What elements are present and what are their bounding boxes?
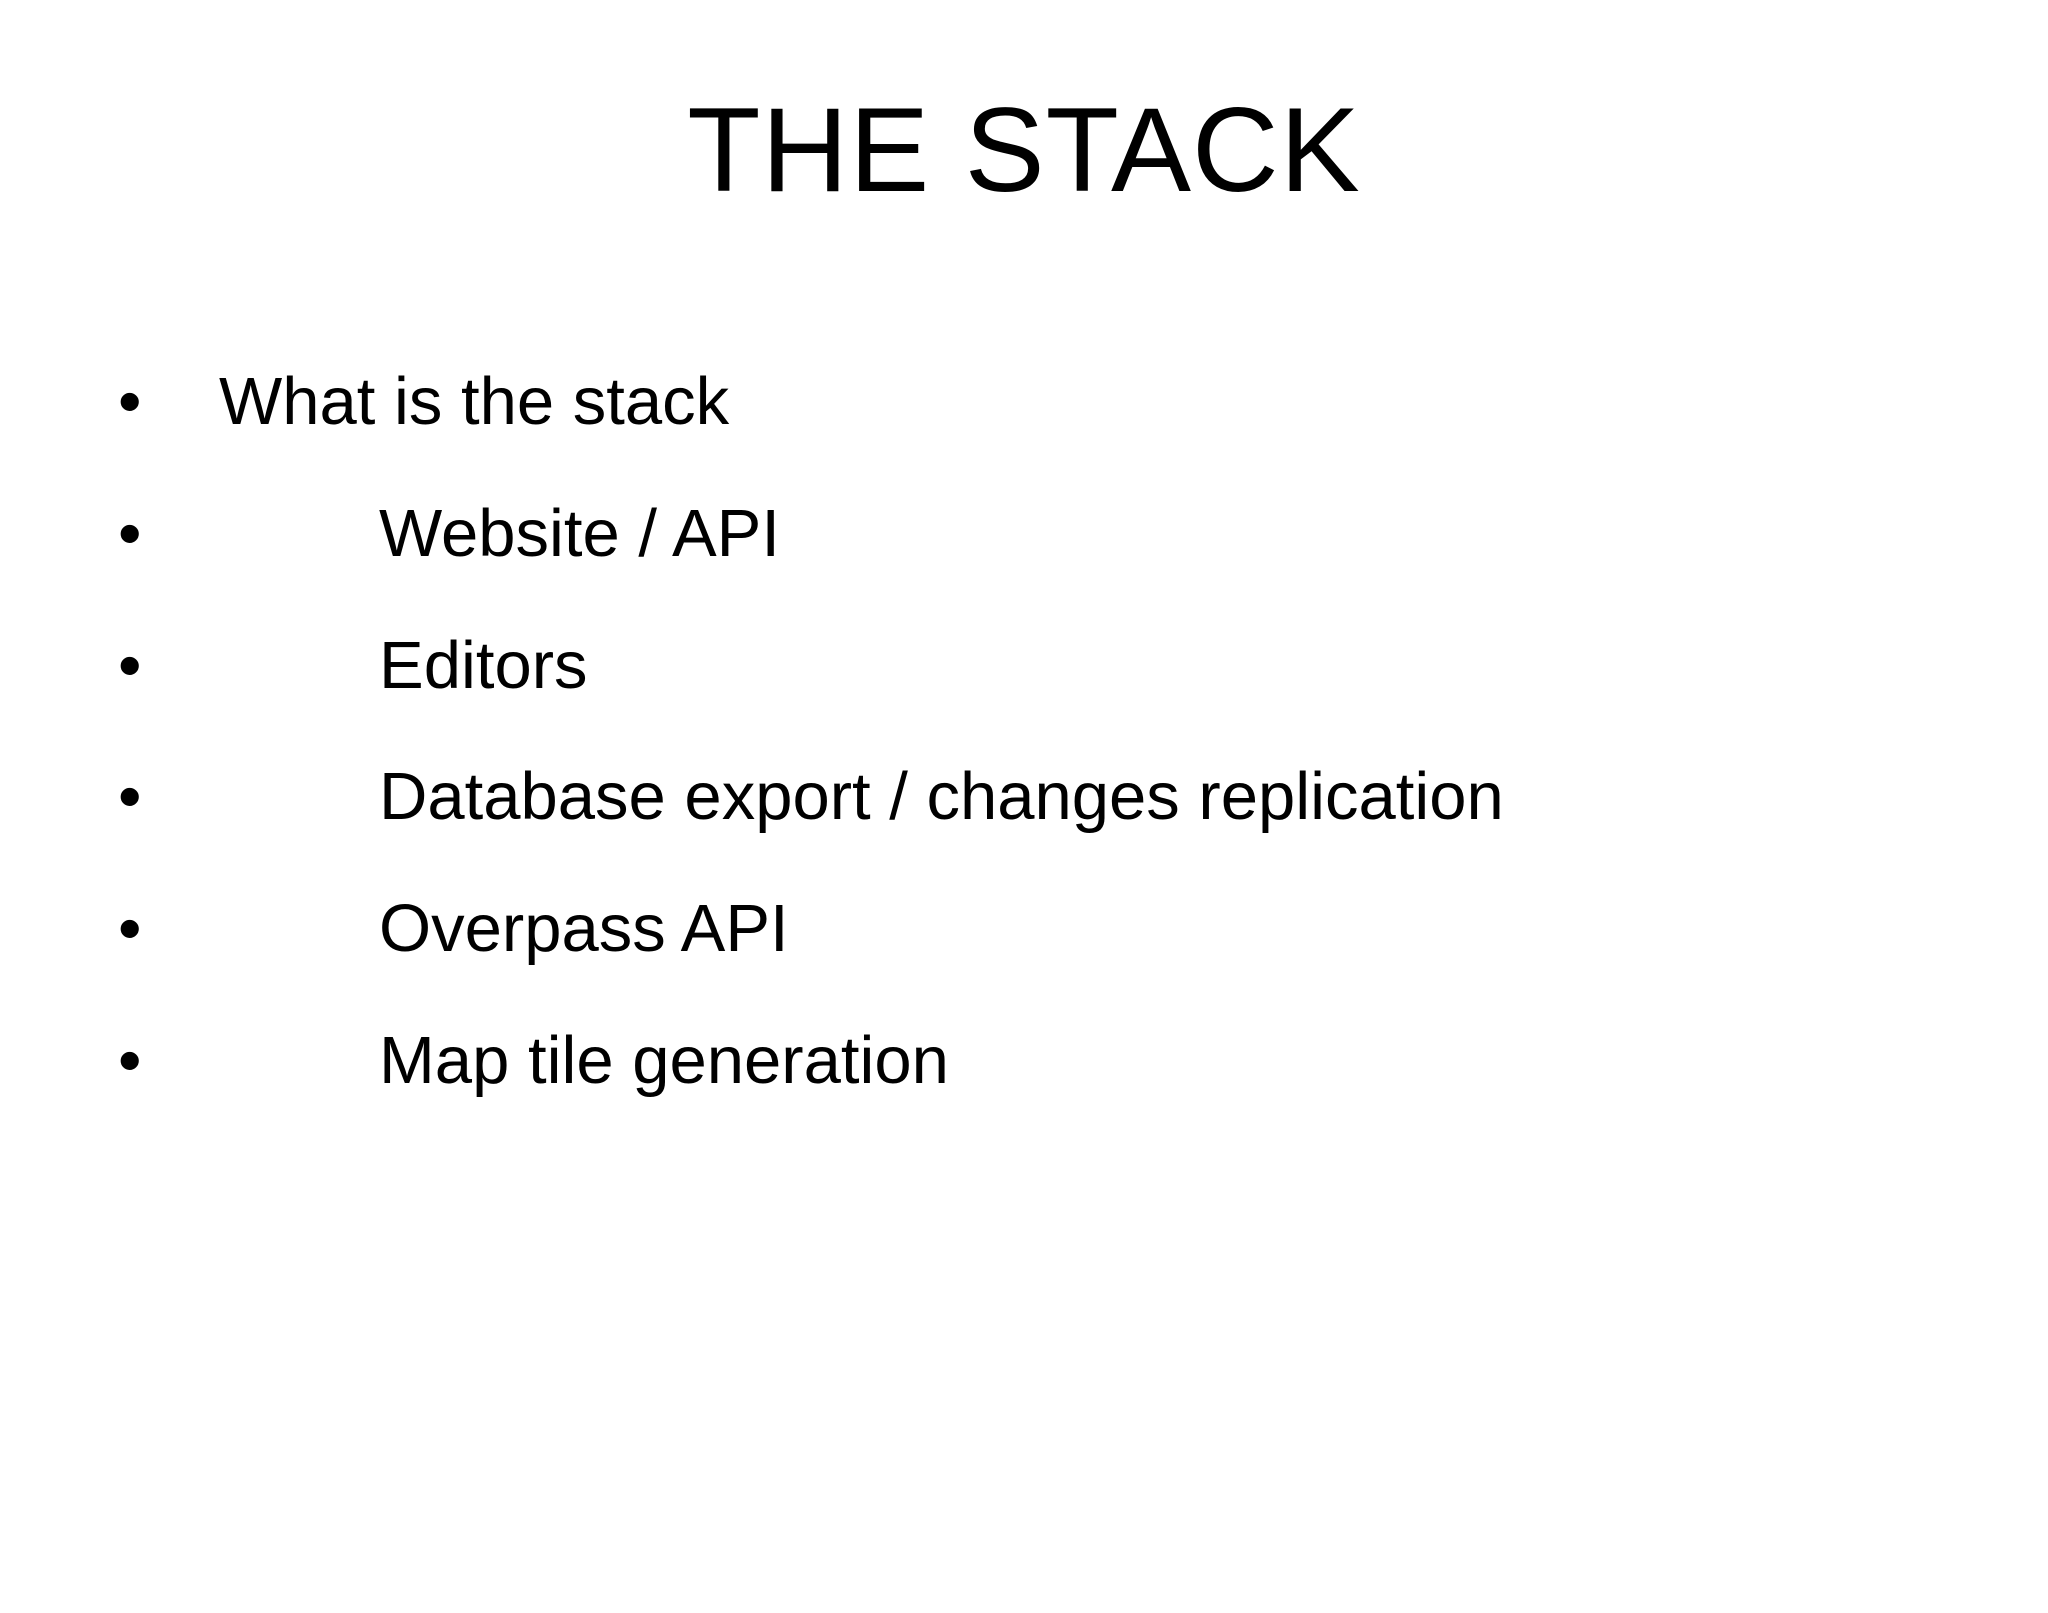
bullet-icon: • (118, 891, 142, 966)
presentation-slide: THE STACK • What is the stack • Website … (0, 78, 2048, 1613)
bullet-icon: • (118, 495, 142, 571)
bullet-icon: • (118, 627, 142, 703)
slide-title: THE STACK (687, 83, 1361, 217)
bullet-icon: • (118, 1022, 142, 1098)
bullet-text: Editors (379, 627, 588, 703)
bullet-text: Overpass API (379, 891, 789, 966)
list-item: • Editors (118, 624, 2048, 708)
list-item: • Overpass API (118, 887, 2048, 971)
bullet-icon: • (118, 364, 142, 439)
bullet-text: Map tile generation (379, 1022, 949, 1098)
bullet-text: Database export / changes replication (379, 759, 1504, 835)
bullet-list: • What is the stack • Website / API • Ed… (0, 360, 2048, 1103)
list-item: • Map tile generation (118, 1019, 2048, 1103)
list-item: • Website / API (118, 492, 2048, 576)
list-item: • Database export / changes replication (118, 755, 2048, 839)
bullet-text: Website / API (379, 495, 780, 571)
bullet-icon: • (118, 759, 142, 835)
list-item: • What is the stack (118, 360, 2048, 444)
bullet-text: What is the stack (219, 364, 730, 439)
